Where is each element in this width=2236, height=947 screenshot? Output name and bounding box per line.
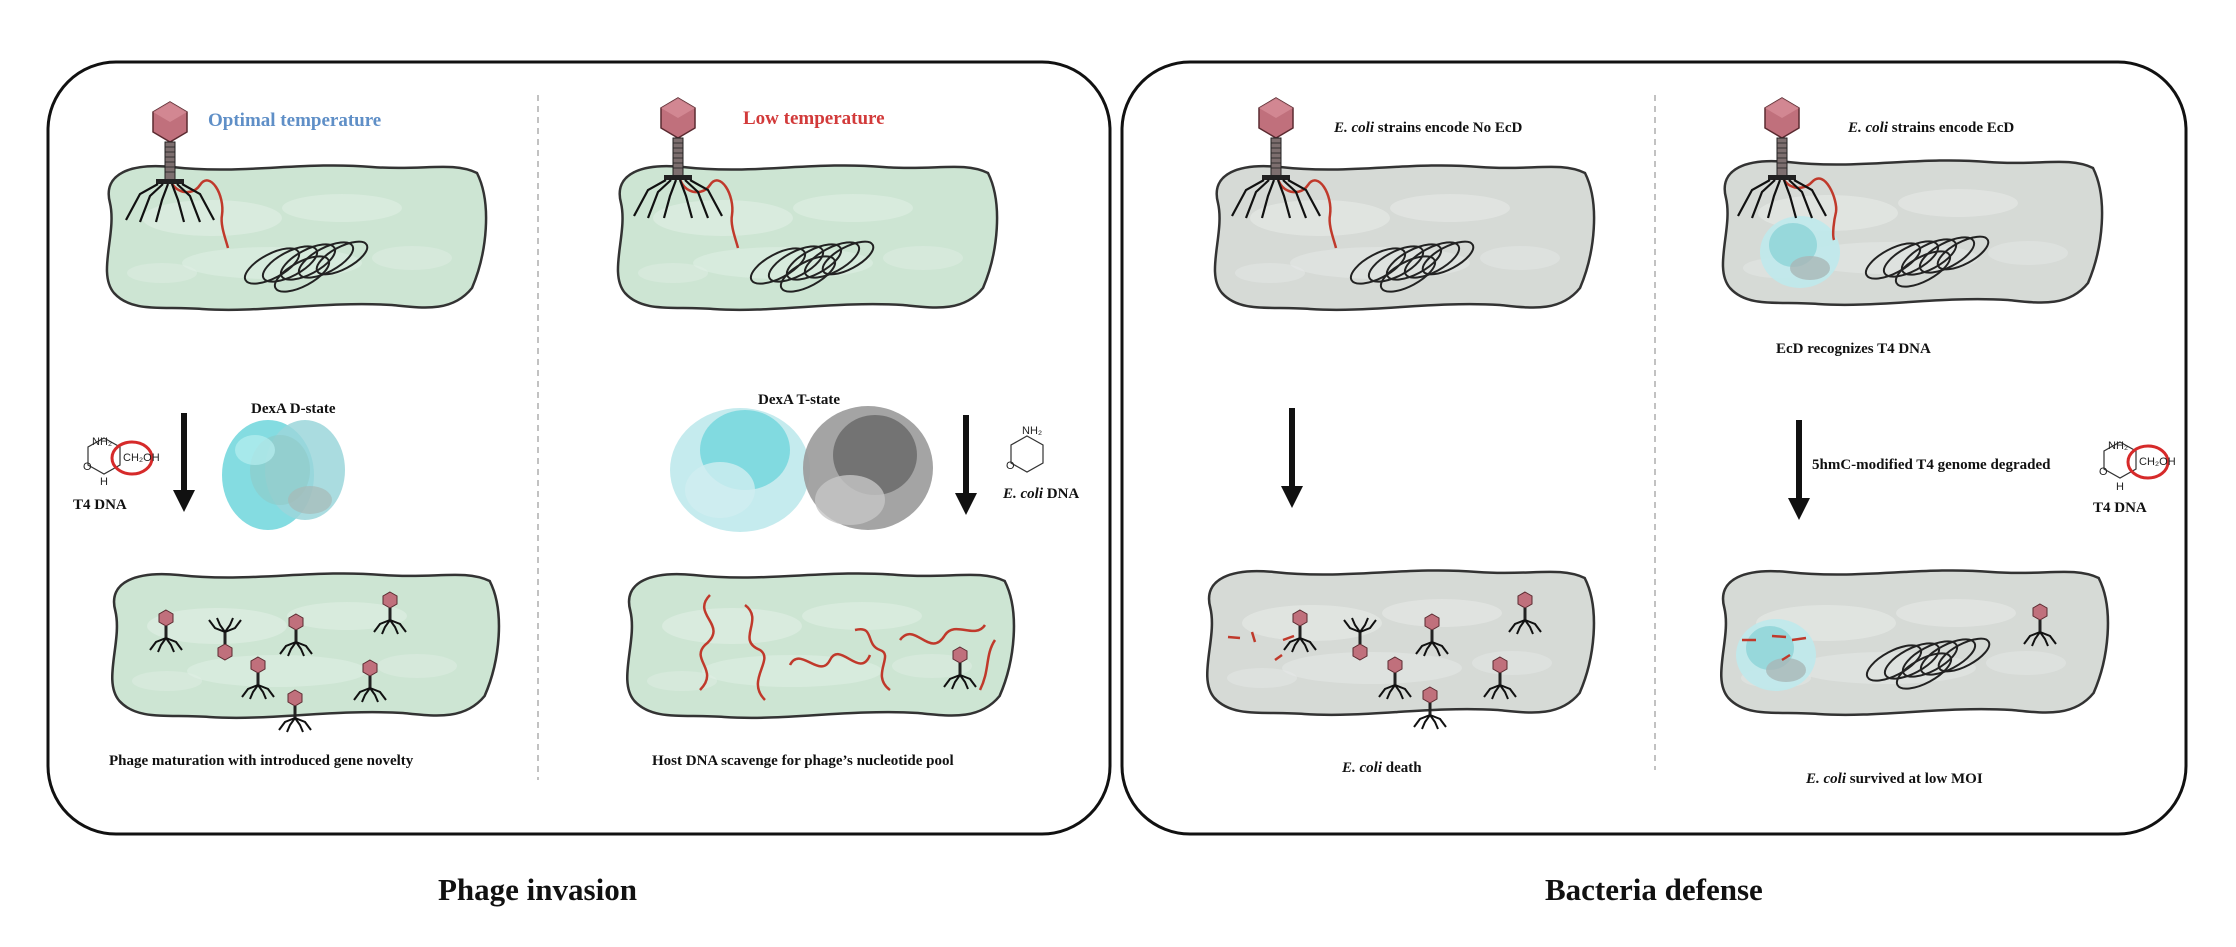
nh2-label-mid: NH₂: [1022, 425, 1043, 437]
o-label-left: O: [83, 461, 92, 473]
nh2-label-right: NH₂: [2108, 440, 2129, 452]
dexa-t-state-label: DexA T-state: [758, 392, 841, 408]
low-temperature-heading: Low temperature: [743, 108, 885, 129]
h-label-right: H: [2116, 481, 2124, 493]
low-caption: Host DNA scavenge for phage’s nucleotide…: [652, 753, 954, 769]
optimal-caption: Phage maturation with introduced gene no…: [109, 753, 414, 769]
t4-dna-label-left: T4 DNA: [73, 497, 127, 513]
o-label-mid: O: [1006, 460, 1015, 472]
t4-dna-label-right: T4 DNA: [2093, 500, 2147, 516]
ch2oh-label-left: CH₂OH: [123, 452, 160, 464]
ch2oh-label-right: CH₂OH: [2139, 456, 2176, 468]
o-label-right: O: [2099, 466, 2108, 478]
ecoli-dna-label: E. coli DNA: [1003, 486, 1080, 502]
optimal-temperature-heading: Optimal temperature: [208, 110, 382, 131]
ecd-heading: E. coli strains encode EcD: [1848, 120, 2015, 136]
ecd-recognizes-label: EcD recognizes T4 DNA: [1776, 341, 1931, 357]
h-label-left: H: [100, 476, 108, 488]
degraded-label: 5hmC-modified T4 genome degraded: [1812, 457, 2051, 473]
ecd-caption: E. coli survived at low MOI: [1806, 771, 1983, 787]
dexa-d-state-label: DexA D-state: [251, 401, 336, 417]
phage-invasion-title: Phage invasion: [438, 872, 637, 907]
no-ecd-heading: E. coli strains encode No EcD: [1334, 120, 1523, 136]
nh2-label-left: NH₂: [92, 436, 113, 448]
bacteria-defense-title: Bacteria defense: [1545, 872, 1763, 907]
no-ecd-caption: E. coli death: [1342, 760, 1422, 776]
